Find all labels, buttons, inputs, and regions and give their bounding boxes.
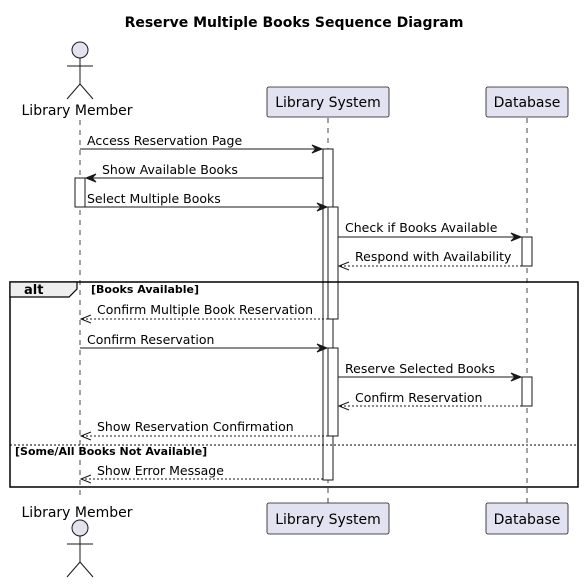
participant-database-bottom: Database <box>485 502 569 535</box>
message-respond-with-availability: Respond with Availability <box>337 249 522 271</box>
alt-frame <box>9 281 579 488</box>
actor-library-member-top: Library Member <box>22 41 133 119</box>
message-confirm-reservation-request: Confirm Reservation <box>80 332 329 353</box>
message-label: Show Error Message <box>97 463 224 478</box>
message-label: Show Reservation Confirmation <box>97 419 294 434</box>
actor-head-icon <box>71 519 89 537</box>
activation-system-inner-2 <box>327 347 339 437</box>
actor-label-bottom: Library Member <box>22 505 133 521</box>
activation-system-inner-1 <box>327 206 339 320</box>
activation-database-2 <box>521 376 533 407</box>
participant-database-top: Database <box>485 86 569 118</box>
actor-head-icon <box>71 41 89 59</box>
message-label: Access Reservation Page <box>87 133 242 148</box>
message-confirm-reservation-db: Confirm Reservation <box>337 390 522 411</box>
message-label: Show Available Books <box>102 162 238 177</box>
participant-library-system-top: Library System <box>266 86 390 118</box>
message-check-books-available: Check if Books Available <box>338 220 523 242</box>
actor-library-member-bottom: Library Member <box>22 505 133 578</box>
participant-library-system-bottom: Library System <box>266 502 390 535</box>
message-label: Confirm Multiple Book Reservation <box>97 302 313 317</box>
message-label: Reserve Selected Books <box>345 361 495 376</box>
message-label: Respond with Availability <box>355 249 512 264</box>
participant-label-database-top: Database <box>494 95 561 111</box>
message-show-error-message: Show Error Message <box>79 463 323 484</box>
activation-database-1 <box>521 236 533 267</box>
message-reserve-selected-books: Reserve Selected Books <box>338 361 523 382</box>
activation-member <box>74 177 86 208</box>
message-show-reservation-confirmation: Show Reservation Confirmation <box>79 419 328 441</box>
actor-label-top: Library Member <box>22 103 133 119</box>
participant-label-system-top: Library System <box>275 95 381 111</box>
message-label: Check if Books Available <box>345 220 498 235</box>
participant-label-database-bottom: Database <box>494 512 561 528</box>
alt-keyword: alt <box>24 283 43 298</box>
diagram-title: Reserve Multiple Books Sequence Diagram <box>125 15 464 31</box>
participant-label-system-bottom: Library System <box>275 512 381 528</box>
alt-frame-tab <box>9 281 78 298</box>
message-label: Confirm Reservation <box>87 332 214 347</box>
message-show-available-books: Show Available Books <box>84 162 323 183</box>
message-label: Confirm Reservation <box>355 390 482 405</box>
message-select-multiple-books: Select Multiple Books <box>85 191 329 212</box>
message-label: Select Multiple Books <box>87 191 221 206</box>
message-access-reservation-page: Access Reservation Page <box>80 133 324 154</box>
message-confirm-multiple-book-reservation: Confirm Multiple Book Reservation <box>79 302 328 324</box>
alt-guard-else: [Some/All Books Not Available] <box>15 445 207 458</box>
alt-guard-main: [Books Available] <box>91 283 199 296</box>
